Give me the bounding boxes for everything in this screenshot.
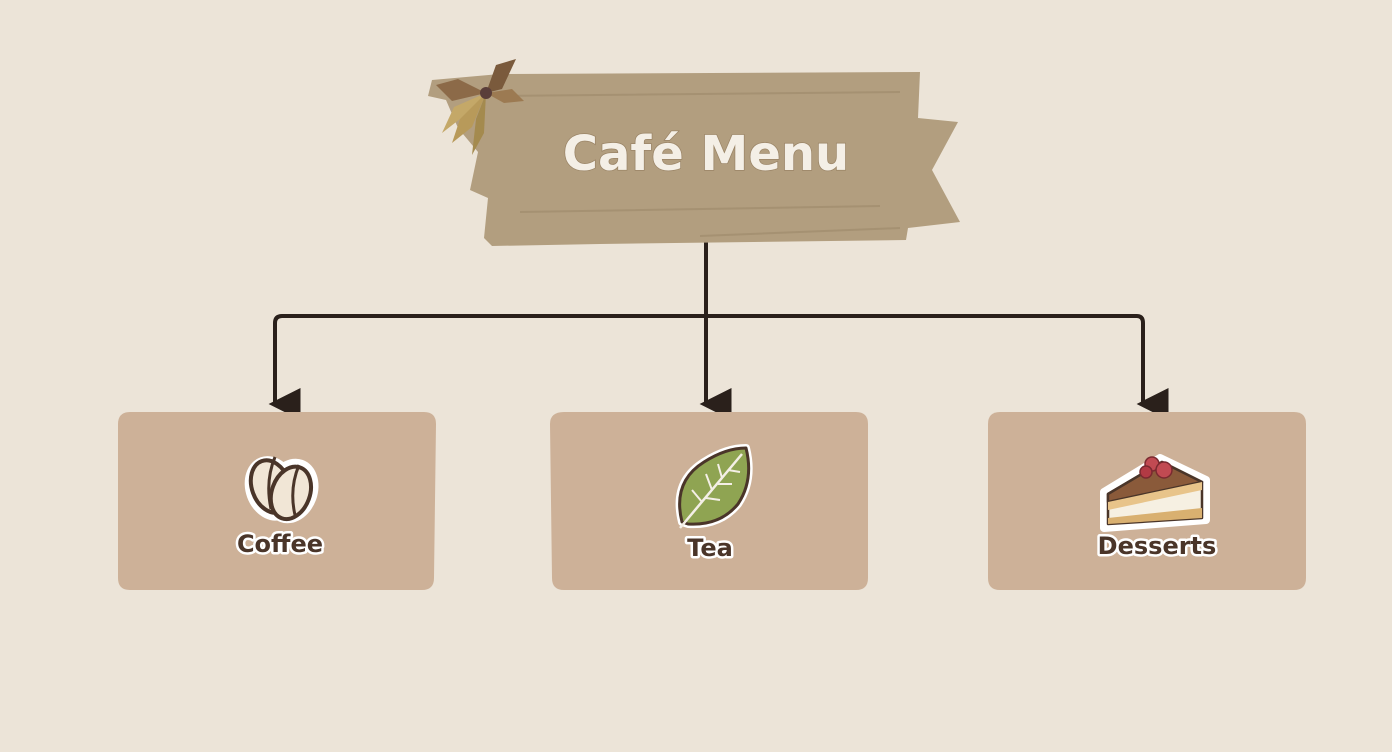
coffee-beans-icon [244,456,319,524]
connectors [268,238,1169,420]
bow-ornament [436,59,524,155]
page-title: Café Menu [563,126,849,182]
banner-board [428,72,960,246]
category-label-tea: Tea [687,534,733,562]
category-card-tea: Tea [550,412,868,590]
connector-branch-right [704,314,1169,420]
title-banner: Café Menu [428,72,960,246]
category-card-coffee: Coffee [118,412,436,590]
cake-slice-icon [1100,454,1210,532]
category-label-desserts: Desserts [1098,532,1217,560]
category-card-desserts: Desserts [988,412,1306,590]
category-label-coffee: Coffee [237,530,323,558]
banner-grain [499,91,901,237]
connector-branch-left [268,314,708,420]
tea-leaf-icon [675,444,753,529]
